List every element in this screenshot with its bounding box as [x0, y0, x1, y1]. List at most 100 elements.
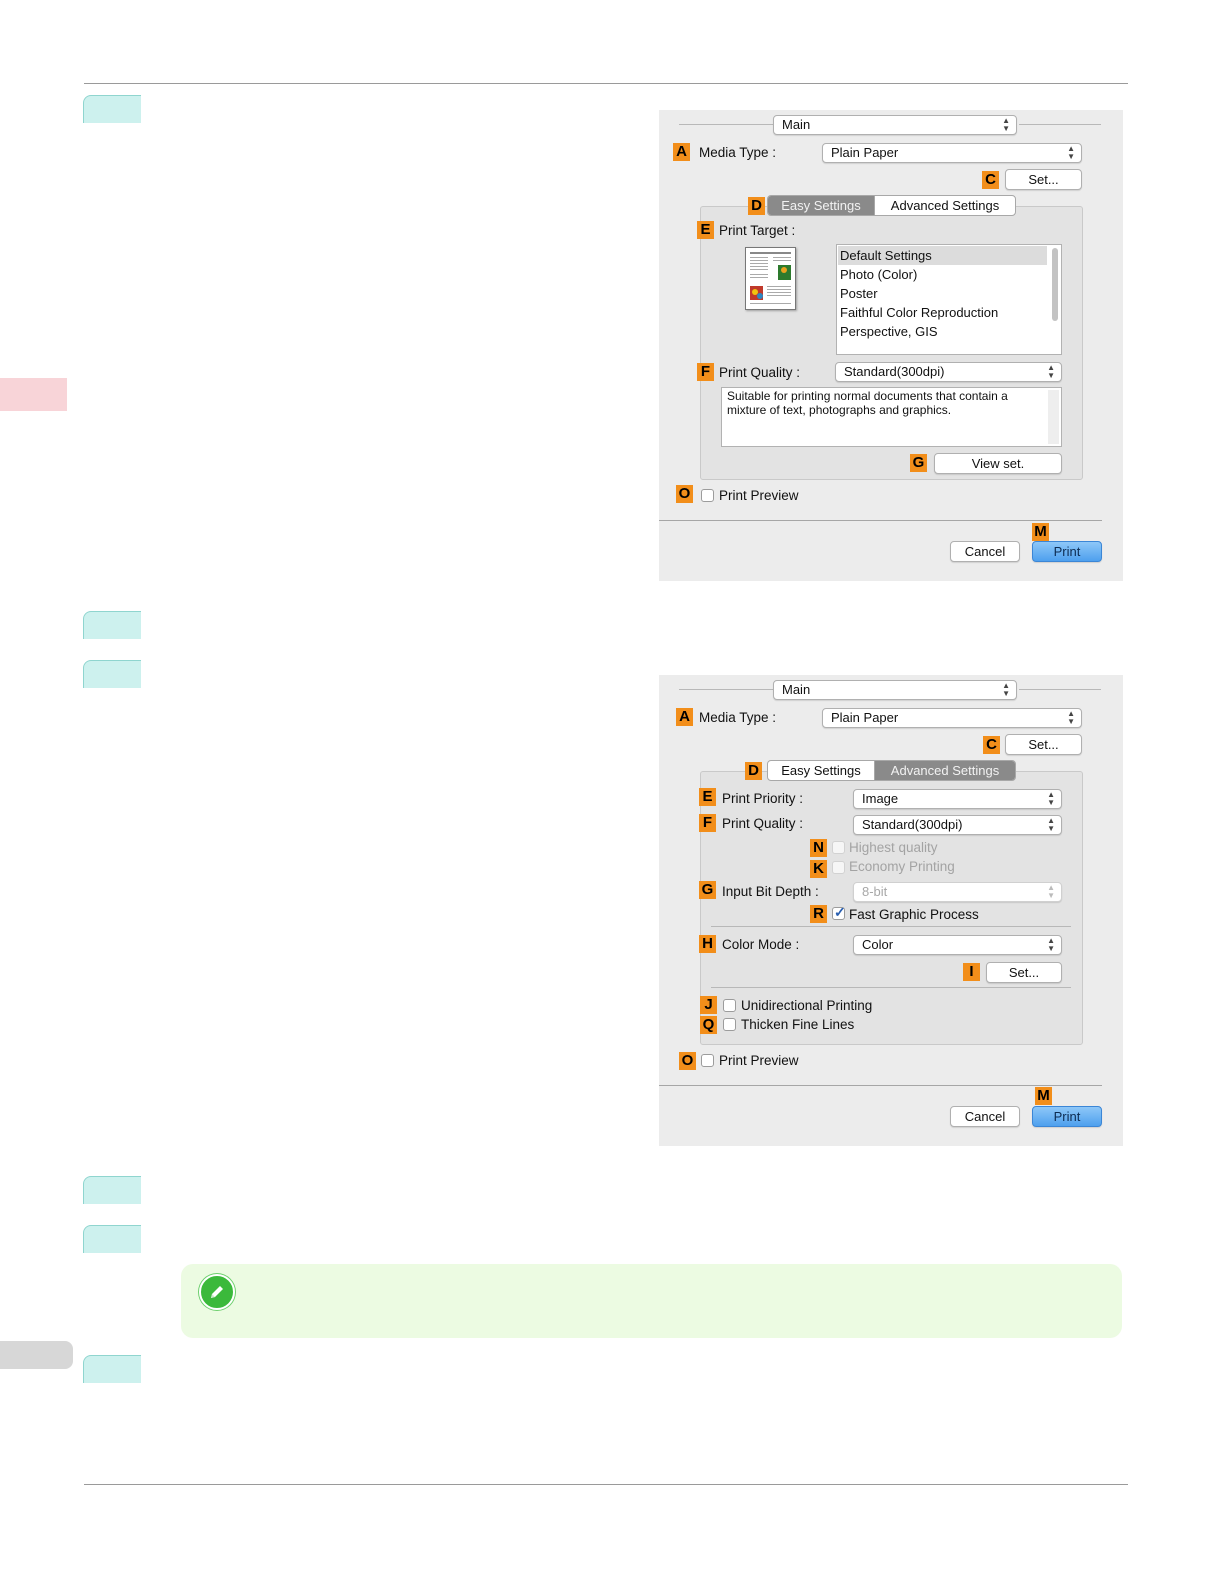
print-button[interactable]: Print: [1032, 541, 1102, 562]
print-quality-popup[interactable]: Standard(300dpi) ▲▼: [853, 815, 1062, 835]
unidirectional-checkbox[interactable]: [723, 999, 736, 1012]
cancel-button[interactable]: Cancel: [950, 541, 1020, 562]
badge-o: O: [676, 485, 693, 503]
badge-e: E: [699, 788, 716, 806]
badge-c: C: [983, 736, 1000, 754]
view-set-button[interactable]: View set.: [934, 453, 1062, 474]
media-set-button[interactable]: Set...: [1005, 169, 1082, 190]
chevron-updown-icon: ▲▼: [1002, 116, 1010, 133]
list-item[interactable]: Perspective, GIS: [840, 324, 938, 339]
print-quality-popup[interactable]: Standard(300dpi) ▲▼: [835, 362, 1062, 382]
chevron-updown-icon: ▲▼: [1047, 790, 1055, 807]
badge-d: D: [745, 762, 762, 780]
economy-printing-label: Economy Printing: [849, 859, 955, 874]
step-marker: [83, 660, 141, 688]
list-item[interactable]: Photo (Color): [840, 267, 918, 282]
badge-o: O: [679, 1052, 696, 1070]
separator: [1019, 689, 1101, 690]
chevron-updown-icon: ▲▼: [1067, 709, 1075, 726]
panel-popup-value: Main: [782, 117, 811, 132]
media-type-popup[interactable]: Plain Paper ▲▼: [822, 143, 1082, 163]
highest-quality-checkbox[interactable]: [832, 841, 845, 854]
chevron-updown-icon: ▲▼: [1047, 883, 1055, 900]
unidirectional-label: Unidirectional Printing: [741, 998, 873, 1013]
input-bit-depth-value: 8-bit: [862, 884, 888, 899]
description-line: mixture of text, photographs and graphic…: [727, 403, 952, 417]
print-preview-label: Print Preview: [719, 488, 799, 503]
badge-f: F: [699, 814, 716, 832]
step-marker: [83, 1355, 141, 1383]
badge-c: C: [982, 171, 999, 189]
panel-popup-value: Main: [782, 682, 811, 697]
pencil-icon: [199, 1274, 235, 1310]
print-target-list[interactable]: Default Settings Photo (Color) Poster Fa…: [836, 244, 1062, 355]
badge-g: G: [910, 454, 927, 472]
print-priority-popup[interactable]: Image ▲▼: [853, 789, 1062, 809]
media-type-popup[interactable]: Plain Paper ▲▼: [822, 708, 1082, 728]
tab-advanced-settings[interactable]: Advanced Settings: [874, 196, 1015, 215]
media-type-value: Plain Paper: [831, 710, 899, 725]
description-line: Suitable for printing normal documents t…: [727, 389, 1008, 403]
color-mode-value: Color: [862, 937, 894, 952]
tab-easy-settings[interactable]: Easy Settings: [768, 196, 874, 215]
badge-q: Q: [700, 1016, 717, 1034]
panel-popup[interactable]: Main ▲▼: [773, 680, 1017, 700]
fast-graphic-checkbox[interactable]: ✓: [832, 904, 846, 920]
badge-a: A: [676, 708, 693, 726]
separator: [659, 520, 1102, 521]
badge-f: F: [697, 363, 714, 381]
input-bit-depth-popup[interactable]: 8-bit ▲▼: [853, 882, 1062, 902]
tab-advanced-settings[interactable]: Advanced Settings: [874, 761, 1015, 780]
tab-easy-settings[interactable]: Easy Settings: [781, 763, 861, 778]
fast-graphic-label: Fast Graphic Process: [849, 907, 979, 922]
print-preview-checkbox[interactable]: [701, 489, 714, 502]
description-scrollbar-track: [1048, 390, 1059, 444]
print-dialog-advanced: Main ▲▼ A Media Type : Plain Paper ▲▼ C …: [659, 675, 1123, 1146]
list-item[interactable]: Poster: [840, 286, 878, 301]
step-marker: [83, 1225, 141, 1253]
badge-e: E: [697, 221, 714, 239]
print-button[interactable]: Print: [1032, 1106, 1102, 1127]
economy-printing-checkbox[interactable]: [832, 861, 845, 874]
thicken-fine-lines-checkbox[interactable]: [723, 1018, 736, 1031]
input-bit-depth-label: Input Bit Depth :: [722, 884, 819, 899]
print-target-preview-image: [745, 247, 796, 310]
badge-n: N: [810, 839, 827, 857]
badge-r: R: [810, 905, 827, 923]
chevron-updown-icon: ▲▼: [1067, 144, 1075, 161]
step-marker: [83, 95, 141, 123]
note-box: [181, 1264, 1122, 1338]
media-set-button[interactable]: Set...: [1005, 734, 1082, 755]
badge-a: A: [673, 143, 690, 161]
pencil-glyph: [211, 1286, 223, 1298]
print-quality-value: Standard(300dpi): [862, 817, 963, 832]
print-preview-checkbox[interactable]: [701, 1054, 714, 1067]
panel-popup[interactable]: Main ▲▼: [773, 115, 1017, 135]
chapter-side-tab[interactable]: [0, 378, 67, 411]
separator: [679, 124, 773, 125]
color-mode-popup[interactable]: Color ▲▼: [853, 935, 1062, 955]
list-scrollbar[interactable]: [1052, 248, 1058, 321]
badge-i: I: [963, 963, 980, 981]
print-quality-value: Standard(300dpi): [844, 364, 945, 379]
print-dialog-easy: Main ▲▼ A Media Type : Plain Paper ▲▼ C …: [659, 110, 1123, 581]
badge-j: J: [700, 996, 717, 1014]
page-side-tab[interactable]: [0, 1341, 73, 1369]
color-mode-label: Color Mode :: [722, 937, 800, 952]
chevron-updown-icon: ▲▼: [1047, 363, 1055, 380]
badge-h: H: [699, 935, 716, 953]
print-quality-label: Print Quality :: [719, 365, 801, 380]
list-item[interactable]: Faithful Color Reproduction: [840, 305, 999, 320]
badge-m: M: [1035, 1087, 1052, 1105]
checkmark-icon: ✓: [834, 904, 846, 920]
badge-g: G: [699, 881, 716, 899]
cancel-button[interactable]: Cancel: [950, 1106, 1020, 1127]
color-set-button[interactable]: Set...: [986, 962, 1062, 983]
media-type-value: Plain Paper: [831, 145, 899, 160]
thicken-fine-lines-label: Thicken Fine Lines: [741, 1017, 855, 1032]
settings-tabs: Easy Settings Advanced Settings: [767, 195, 1016, 216]
print-priority-value: Image: [862, 791, 899, 806]
list-item-selected[interactable]: Default Settings: [838, 246, 1047, 265]
separator: [711, 987, 1071, 988]
print-priority-label: Print Priority :: [722, 791, 804, 806]
